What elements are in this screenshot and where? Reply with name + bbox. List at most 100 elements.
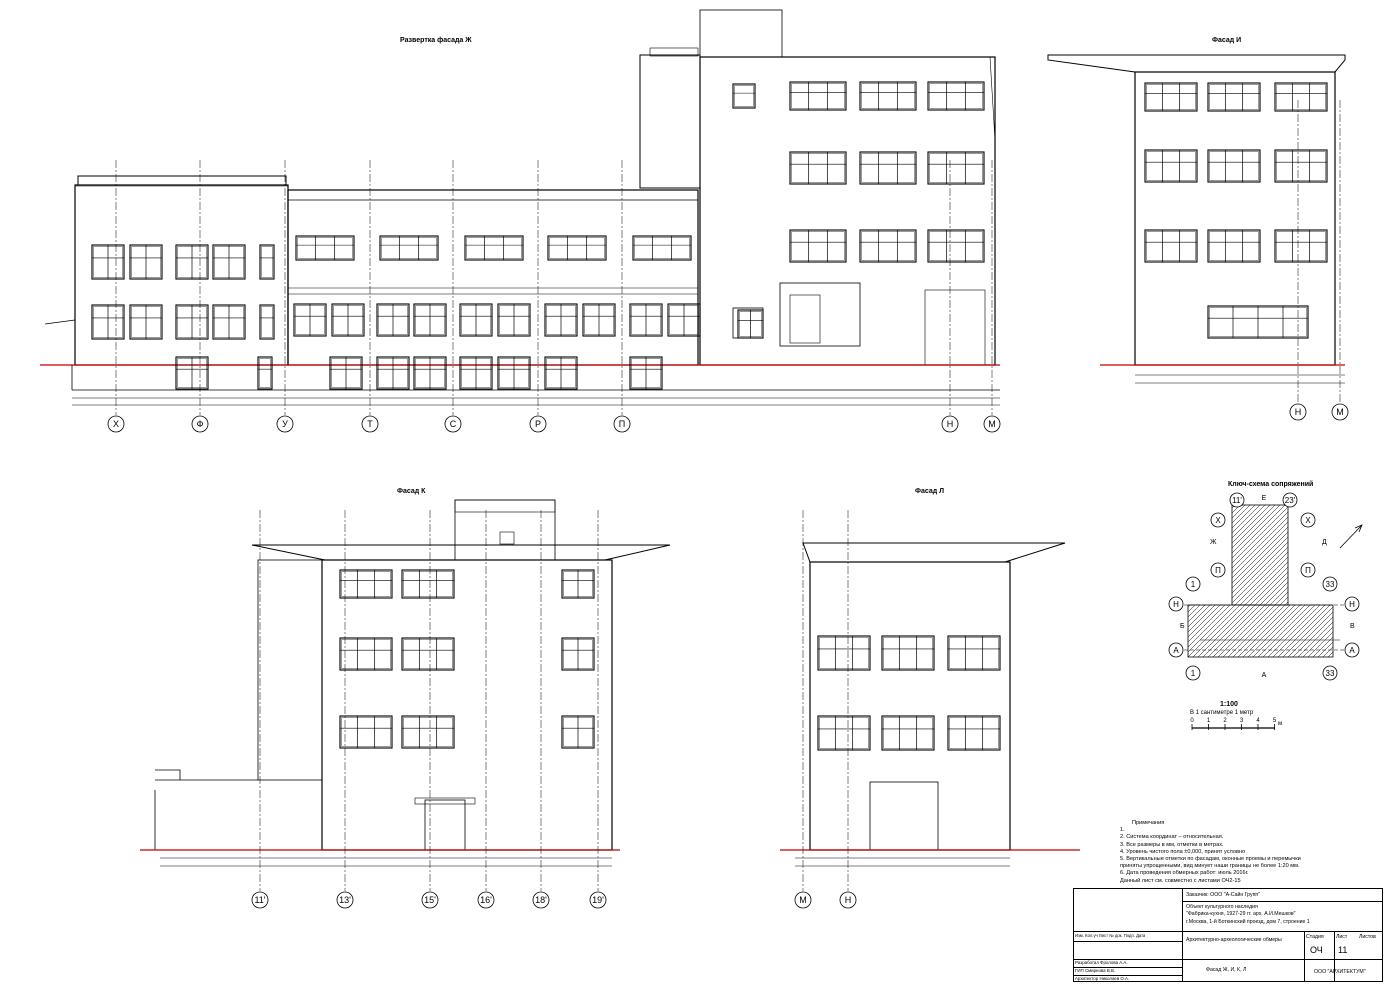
- svg-text:Н: Н: [1349, 600, 1355, 609]
- window: [859, 151, 917, 185]
- window: [927, 81, 985, 111]
- zh-middle-block: [287, 189, 699, 366]
- svg-text:Д: Д: [1322, 539, 1327, 546]
- svg-text:А: А: [1349, 646, 1355, 655]
- window: [295, 235, 355, 261]
- window: [376, 303, 410, 337]
- stamp-sign-row-2: ГИП Смирнова В.В.: [1075, 968, 1116, 973]
- axis-k-1: 13': [336, 891, 354, 909]
- window: [1144, 229, 1198, 263]
- window: [401, 637, 455, 671]
- window: [257, 356, 273, 390]
- window: [629, 303, 663, 337]
- window: [293, 303, 327, 337]
- notes-item-5: 5. Вертикальные отметки по фасадам, окон…: [1120, 856, 1301, 863]
- window: [1274, 149, 1328, 183]
- svg-text:1: 1: [1191, 580, 1196, 589]
- scale-tick-0: 0: [1190, 718, 1194, 724]
- axis-zh-2: У: [276, 415, 294, 433]
- svg-text:Р: Р: [535, 419, 541, 429]
- facade-l: Фасад Л: [780, 488, 1080, 867]
- window: [881, 635, 935, 671]
- facade-k-axes: 11'13'15'16'18'19': [251, 510, 607, 909]
- kp-axis-33-top: 33: [1322, 576, 1338, 592]
- window: [401, 569, 455, 599]
- facade-k: Фасад К: [140, 488, 671, 867]
- kp-axis-n-r: Н: [1344, 596, 1360, 612]
- window: [789, 81, 847, 111]
- axis-zh-6: П: [613, 415, 631, 433]
- window: [1274, 82, 1328, 112]
- window: [329, 356, 363, 390]
- window: [667, 303, 701, 337]
- stamp-sign-row-3: Архитектор Николаев О.А.: [1075, 976, 1130, 981]
- stamp-stage: ОЧ: [1310, 945, 1323, 955]
- window: [1207, 305, 1309, 339]
- stamp-sheets-label: Листов: [1359, 934, 1376, 940]
- axis-zh-1: Ф: [191, 415, 209, 433]
- window: [789, 229, 847, 263]
- window: [376, 356, 410, 390]
- window: [629, 356, 663, 390]
- svg-text:Б: Б: [1180, 623, 1185, 630]
- svg-text:С: С: [450, 419, 457, 429]
- svg-text:15': 15': [424, 895, 436, 905]
- stamp-sheet-no: 11: [1338, 945, 1348, 955]
- window: [413, 303, 447, 337]
- axis-k-3: 16': [477, 891, 495, 909]
- axis-zh-7: Н: [941, 415, 959, 433]
- stamp-drawing-name: Фасад Ж, И, К, Л: [1206, 967, 1247, 973]
- window: [632, 235, 692, 261]
- window: [259, 304, 275, 340]
- facade-zh: Развертка фасада Ж: [40, 9, 1000, 406]
- svg-text:33: 33: [1326, 580, 1335, 589]
- svg-text:Н: Н: [1295, 407, 1302, 417]
- svg-text:23': 23': [1285, 496, 1296, 505]
- window: [737, 309, 764, 339]
- window: [817, 635, 871, 671]
- window: [91, 244, 125, 280]
- window: [881, 715, 935, 751]
- window: [212, 244, 246, 280]
- svg-text:П: П: [1215, 566, 1221, 575]
- window: [339, 715, 393, 749]
- scale-ratio: 1:100: [1220, 701, 1238, 708]
- scale-text: В 1 сантиметре 1 метр: [1190, 710, 1254, 716]
- window: [859, 229, 917, 263]
- stamp-client: Заказчик: ООО "А-Сайн Групп": [1186, 892, 1261, 898]
- title-block: Заказчик: ООО "А-Сайн Групп" Объект куль…: [1073, 888, 1383, 982]
- stamp-address: г.Москва, 1-й Боткинский проезд, дом 7, …: [1186, 919, 1310, 925]
- svg-text:Н: Н: [845, 895, 852, 905]
- window: [789, 151, 847, 185]
- svg-text:16': 16': [480, 895, 492, 905]
- window: [175, 304, 209, 340]
- notes-block: Примечания 1. 2. Система координат – отн…: [1120, 820, 1382, 885]
- window: [927, 151, 985, 185]
- window: [464, 235, 524, 261]
- axis-i-1: М: [1331, 403, 1349, 421]
- scale-tick-5: 5: [1273, 718, 1277, 724]
- svg-text:В: В: [1350, 623, 1355, 630]
- window: [1207, 229, 1261, 263]
- stamp-col-headers: Изм. Кол.уч Лист № док. Подп. Дата: [1075, 933, 1146, 938]
- facade-l-windows: [817, 635, 1001, 751]
- window: [947, 715, 1001, 751]
- svg-text:Ж: Ж: [1210, 539, 1217, 546]
- scale-tick-1: 1: [1207, 718, 1211, 724]
- svg-text:П: П: [1305, 566, 1311, 575]
- window: [175, 356, 209, 390]
- svg-text:Е: Е: [1262, 495, 1267, 502]
- zh-left-block: [74, 184, 289, 366]
- window: [1144, 149, 1198, 183]
- stamp-object: Объект культурного наследия: [1186, 904, 1258, 910]
- window: [459, 356, 493, 390]
- stamp-sheet-title: Архитектурно-археологические обмеры: [1186, 937, 1282, 943]
- svg-text:Х: Х: [113, 419, 119, 429]
- window: [1207, 149, 1261, 183]
- svg-text:Н: Н: [1173, 600, 1179, 609]
- l-block: [809, 561, 1011, 851]
- kp-axis-p-r: П: [1300, 562, 1316, 578]
